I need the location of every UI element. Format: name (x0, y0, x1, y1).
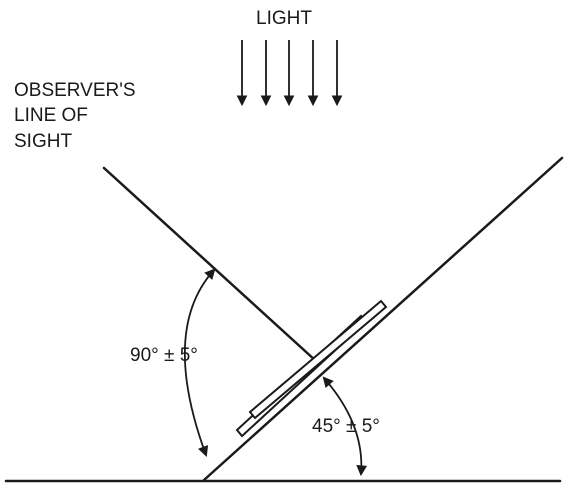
observer-label-line3: SIGHT (14, 131, 72, 152)
sample-plate-upper (248, 299, 388, 420)
inclined-surface-line (202, 156, 564, 482)
sample-plates (235, 299, 388, 438)
light-arrows (236, 40, 343, 107)
observer-label-line2: LINE OF (14, 105, 88, 126)
angle-label-45: 45° ± 5° (312, 416, 380, 437)
angle-arc-90 (183, 268, 216, 458)
observer-sight-line (102, 166, 318, 363)
angle-arc-45 (322, 376, 368, 477)
observer-label-line1: OBSERVER'S (14, 80, 136, 101)
light-label: LIGHT (256, 8, 312, 29)
angle-label-90: 90° ± 5° (130, 345, 198, 366)
